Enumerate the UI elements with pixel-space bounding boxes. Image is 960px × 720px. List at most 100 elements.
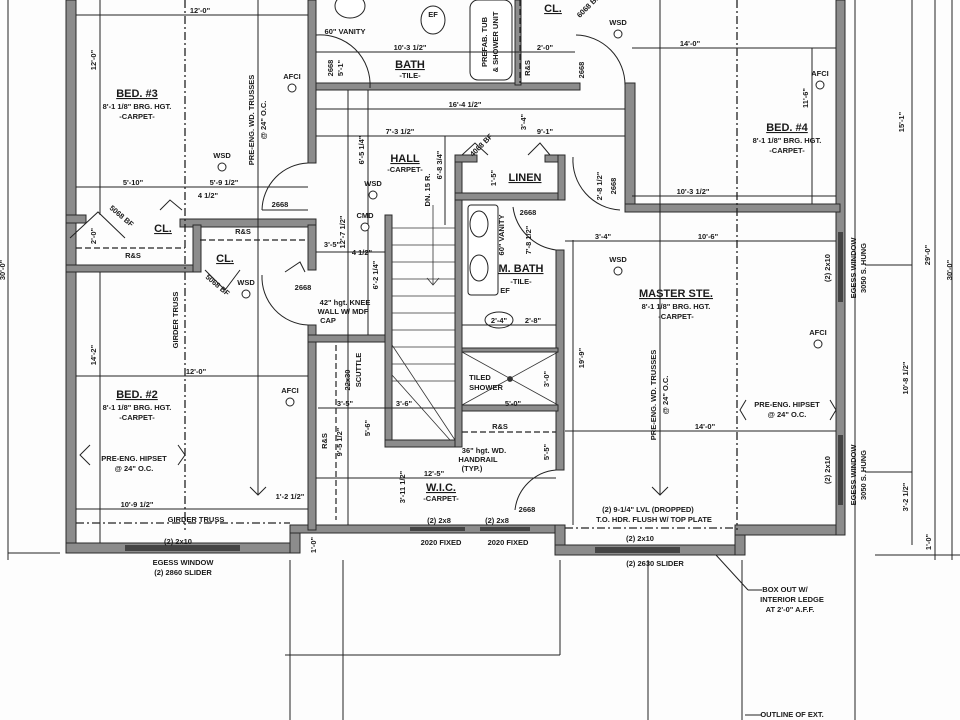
door-size: 2668 xyxy=(326,60,335,77)
wall-left-exterior xyxy=(65,0,77,554)
rs-note: R&S xyxy=(492,422,508,431)
smoke-detector-label: WSD xyxy=(609,255,627,264)
toilet-icon xyxy=(484,311,514,329)
dimension-label: 9'-5 1/2" xyxy=(335,427,344,456)
dimension-label: 3'-2 1/2" xyxy=(901,482,910,511)
wall-linen-right xyxy=(557,154,566,201)
door-swing-bed4 xyxy=(575,34,626,86)
room-name-bed4: BED. #4 xyxy=(766,122,808,134)
window-note: 3050 S. HUNG xyxy=(859,243,868,293)
wall-stair-bottom xyxy=(384,439,463,448)
smoke-detector-label: WSD xyxy=(237,278,255,287)
dimension-label: 10'-9 1/2" xyxy=(121,500,154,509)
dimension-label: 5'-10" xyxy=(123,178,144,187)
sink-icon xyxy=(469,210,489,238)
detector-icon xyxy=(613,266,623,276)
wall-mbath-right xyxy=(555,249,565,471)
door-size: 5068 BF xyxy=(204,272,232,298)
hipset-note: PRE-ENG. HIPSET xyxy=(754,400,820,409)
rs-note: R&S xyxy=(235,227,251,236)
dimension-label: 3'-4" xyxy=(519,113,528,130)
door-size: 2668 xyxy=(295,283,312,292)
detector-icon xyxy=(285,397,295,407)
detector-icon xyxy=(813,339,823,349)
wall-bed2-hall xyxy=(307,324,317,531)
hipset-note: @ 24" O.C. xyxy=(115,464,154,473)
wall-closet-bottom xyxy=(65,264,201,273)
tiled-shower-drawing xyxy=(461,351,559,406)
dimension-label: 2'-0" xyxy=(89,227,98,244)
window-fixed-2 xyxy=(480,527,530,531)
walls xyxy=(65,0,846,556)
window-note: 2020 FIXED xyxy=(488,538,529,547)
dimension-label: 5'-1" xyxy=(336,59,345,76)
afci-label: AFCI xyxy=(809,328,827,337)
window-bed2 xyxy=(125,545,240,551)
dimension-label: 30'-0" xyxy=(0,259,7,280)
scuttle-size: 22x30 xyxy=(343,370,352,391)
tub-note: & SHOWER UNIT xyxy=(491,11,500,72)
truss-lines xyxy=(76,0,837,530)
room-floor: -CARPET- xyxy=(658,312,694,321)
box-out-note: BOX OUT W/ xyxy=(762,585,808,594)
wall-shower-top xyxy=(461,347,559,353)
dimension-label: 5'-0" xyxy=(505,399,522,408)
dimension-label: 10'-3 1/2" xyxy=(394,43,427,52)
sink-icon xyxy=(469,254,489,282)
hipset-note: PRE-ENG. HIPSET xyxy=(101,454,167,463)
dimension-label: 19'-9" xyxy=(577,347,586,368)
wall-bed4-bottom xyxy=(624,203,841,213)
truss-note: @ 24" O.C. xyxy=(259,101,268,140)
detector-icon xyxy=(368,190,378,200)
afci-label: AFCI xyxy=(281,386,299,395)
detector-icon xyxy=(241,289,251,299)
window-master-slider xyxy=(595,547,680,553)
dimension-label: 12'-5" xyxy=(424,469,445,478)
afci-label: AFCI xyxy=(283,72,301,81)
door-size: 2668 xyxy=(577,62,586,79)
room-name-closet: CL. xyxy=(154,223,172,235)
wall-shower-bottom xyxy=(461,404,559,412)
header-note: (2) 2x10 xyxy=(823,254,832,282)
box-out-note: INTERIOR LEDGE xyxy=(760,595,824,604)
doors xyxy=(69,34,626,511)
window-note: 3050 S. HUNG xyxy=(859,450,868,500)
girder-truss-note: GIRDER TRUSS xyxy=(168,515,225,524)
dimension-label: 6'-5 1/4" xyxy=(357,135,366,164)
dimension-label: 14'-0" xyxy=(695,422,716,431)
dimension-label: 5'-5" xyxy=(542,443,551,460)
dimension-label: 5'-9 1/2" xyxy=(210,178,239,187)
door-size: 2668 xyxy=(519,505,536,514)
fixtures xyxy=(334,0,514,329)
dimension-label: 3'-5" xyxy=(324,240,341,249)
room-floor: -CARPET- xyxy=(423,494,459,503)
window-note: (2) 2630 SLIDER xyxy=(626,559,684,568)
door-size: 2668 xyxy=(520,208,537,217)
door-size: 2668 xyxy=(609,178,618,195)
dimension-label: 3'-6" xyxy=(396,399,413,408)
bifold-door xyxy=(69,211,126,239)
girder-truss-note: GIRDER TRUSS xyxy=(171,292,180,349)
dimension-label: 1'-2 1/2" xyxy=(276,492,305,501)
dimension-label: 11'-6" xyxy=(801,88,810,108)
room-name-master: MASTER STE. xyxy=(639,288,713,300)
dimension-label: 12'-7 1/2" xyxy=(338,215,347,248)
knee-wall-note: 42" hgt. KNEE xyxy=(320,298,371,307)
knee-wall-note: WALL W/ MDF xyxy=(318,307,369,316)
room-name-bed2: BED. #2 xyxy=(116,389,158,401)
dimension-label: 12'-0" xyxy=(186,367,207,376)
window-note: 2020 FIXED xyxy=(421,538,462,547)
dimension-label: 10'-3 1/2" xyxy=(677,187,710,196)
handrail-note: (TYP.) xyxy=(462,464,483,473)
truss-note: PRE-ENG. WD. TRUSSES xyxy=(247,75,256,165)
exhaust-fan-icon xyxy=(420,5,446,35)
exhaust-fan-label: EF xyxy=(500,286,510,295)
knee-wall-note: CAP xyxy=(320,316,336,325)
door-swing-master xyxy=(572,156,621,211)
detector-icon xyxy=(287,83,297,93)
dimension-label: 16'-4 1/2" xyxy=(449,100,482,109)
dimension-label: 3'-4" xyxy=(595,232,612,241)
dimension-label: 1'-0" xyxy=(309,536,318,553)
room-floor: -CARPET- xyxy=(119,413,155,422)
